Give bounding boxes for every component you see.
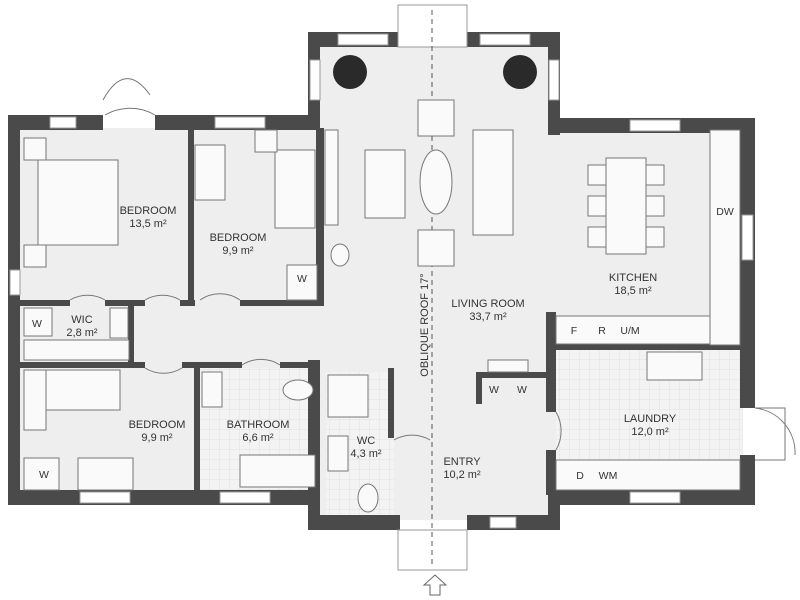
room-name: BEDROOM xyxy=(210,232,267,244)
fridge-label: F xyxy=(571,325,577,337)
sink xyxy=(327,435,349,472)
entrance-arrow-icon xyxy=(422,574,448,596)
washing-machine-label: WM xyxy=(599,470,618,482)
room-name: ENTRY xyxy=(443,456,481,468)
single-bed xyxy=(44,369,121,411)
room-area: 13,5 m² xyxy=(129,218,167,230)
desk xyxy=(77,457,134,491)
room-name: BEDROOM xyxy=(120,205,177,217)
sofa xyxy=(364,149,406,219)
wardrobe-label: W xyxy=(297,273,307,285)
room-labels: BEDROOM 13,5 m² BEDROOM 9,9 m² WIC 2,8 m… xyxy=(66,205,676,481)
desk xyxy=(194,144,226,201)
wardrobe-label: W xyxy=(32,318,42,330)
room-area: 33,7 m² xyxy=(469,311,507,323)
interior-walls xyxy=(20,128,743,495)
room-area: 18,5 m² xyxy=(614,285,652,297)
sofa xyxy=(472,129,514,236)
dishwasher-label: DW xyxy=(716,206,734,218)
room-name: WC xyxy=(357,435,375,447)
toilet xyxy=(282,379,314,401)
dryer-label: D xyxy=(576,470,584,482)
dining-table xyxy=(605,157,647,255)
room-name: KITCHEN xyxy=(609,272,657,284)
room-name: LIVING ROOM xyxy=(451,298,524,310)
kitchen-counter xyxy=(555,315,711,345)
double-bed xyxy=(37,159,119,246)
wardrobe-label: W xyxy=(517,384,527,396)
room-area: 6,6 m² xyxy=(242,432,274,444)
laundry-sink xyxy=(646,351,703,381)
kitchen-counter xyxy=(709,129,741,346)
oven-microwave-label: U/M xyxy=(620,325,639,337)
laundry-counter xyxy=(555,459,741,491)
plant-icon xyxy=(333,55,367,89)
plant-icon xyxy=(503,55,537,89)
refrigerator-label: R xyxy=(598,325,606,337)
room-area: 4,3 m² xyxy=(350,448,382,460)
windows xyxy=(9,33,754,529)
bathtub xyxy=(239,454,316,488)
room-name: BATHROOM xyxy=(227,419,290,431)
wardrobe xyxy=(286,264,318,301)
single-bed xyxy=(274,149,316,229)
room-area: 12,0 m² xyxy=(631,426,669,438)
room-name: BEDROOM xyxy=(129,419,186,431)
furniture xyxy=(23,55,741,513)
room-name: LAUNDRY xyxy=(624,413,677,425)
sink xyxy=(201,371,223,408)
appliance-labels: W W W W W DW F R U/M D WM xyxy=(32,206,734,482)
room-area: 10,2 m² xyxy=(443,469,481,481)
room-area: 9,9 m² xyxy=(141,432,173,444)
toilet xyxy=(357,483,379,513)
shower xyxy=(327,374,369,418)
roof-note: OBLIQUE ROOF 17° xyxy=(419,273,431,376)
room-name: WIC xyxy=(71,314,92,326)
wardrobe-label: W xyxy=(39,469,49,481)
armchair xyxy=(417,99,455,137)
room-area: 2,8 m² xyxy=(66,327,98,339)
room-area: 9,9 m² xyxy=(222,245,254,257)
coffee-table xyxy=(419,149,453,215)
armchair xyxy=(417,229,455,267)
wardrobe-label: W xyxy=(489,384,499,396)
